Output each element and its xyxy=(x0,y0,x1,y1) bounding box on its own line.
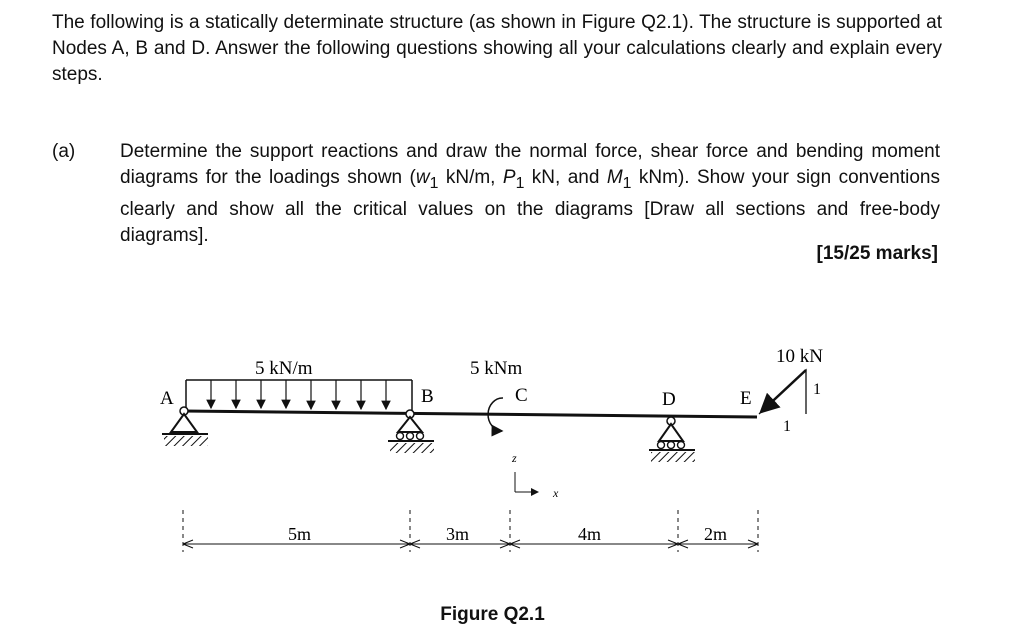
question-text-4: kNm). Show your sign conventions clearly… xyxy=(120,167,940,246)
span-label-cd: 4m xyxy=(578,524,601,544)
p-subscript: 1 xyxy=(515,174,525,192)
w-subscript: 1 xyxy=(429,174,439,192)
point-load xyxy=(758,368,807,415)
support-b-roller xyxy=(388,409,434,453)
marks-label: [15/25 marks] xyxy=(816,243,938,264)
support-d-roller xyxy=(649,416,695,462)
span-label-bc: 3m xyxy=(446,524,469,544)
moment-label: 5 kNm xyxy=(470,358,522,379)
question-text-1: Determine the support reactions and draw… xyxy=(120,141,940,188)
question-text-3: kN, and xyxy=(524,167,607,188)
slope-vertical-label: 1 xyxy=(813,381,821,398)
node-b-label: B xyxy=(421,386,434,407)
p-symbol: P xyxy=(502,167,516,188)
point-load-label: 10 kN xyxy=(776,346,823,367)
node-c-label: C xyxy=(515,385,528,406)
axis-x-label: x xyxy=(552,486,559,500)
moment-arrow xyxy=(487,397,504,437)
w-symbol: w xyxy=(415,167,430,188)
question-text-2: kN/m, xyxy=(438,167,503,188)
udl-label: 5 kN/m xyxy=(255,358,313,379)
intro-paragraph: The following is a statically determinat… xyxy=(52,12,942,85)
m-symbol: M xyxy=(606,167,623,188)
node-e-label: E xyxy=(740,388,752,409)
axis-z-label: z xyxy=(511,451,517,465)
slope-horizontal-label: 1 xyxy=(783,418,791,435)
node-a-label: A xyxy=(160,388,174,409)
udl-load xyxy=(185,379,413,411)
axis-indicator xyxy=(514,472,539,496)
beam xyxy=(182,409,758,419)
question-text: Determine the support reactions and draw… xyxy=(120,139,940,249)
dimension-lines xyxy=(182,510,759,552)
m-subscript: 1 xyxy=(622,174,632,192)
figure-caption: Figure Q2.1 xyxy=(440,604,545,625)
span-label-de: 2m xyxy=(704,524,727,544)
support-a-pin xyxy=(162,406,208,446)
question-label: (a) xyxy=(52,141,76,162)
span-label-ab: 5m xyxy=(288,524,311,544)
node-d-label: D xyxy=(662,389,676,410)
